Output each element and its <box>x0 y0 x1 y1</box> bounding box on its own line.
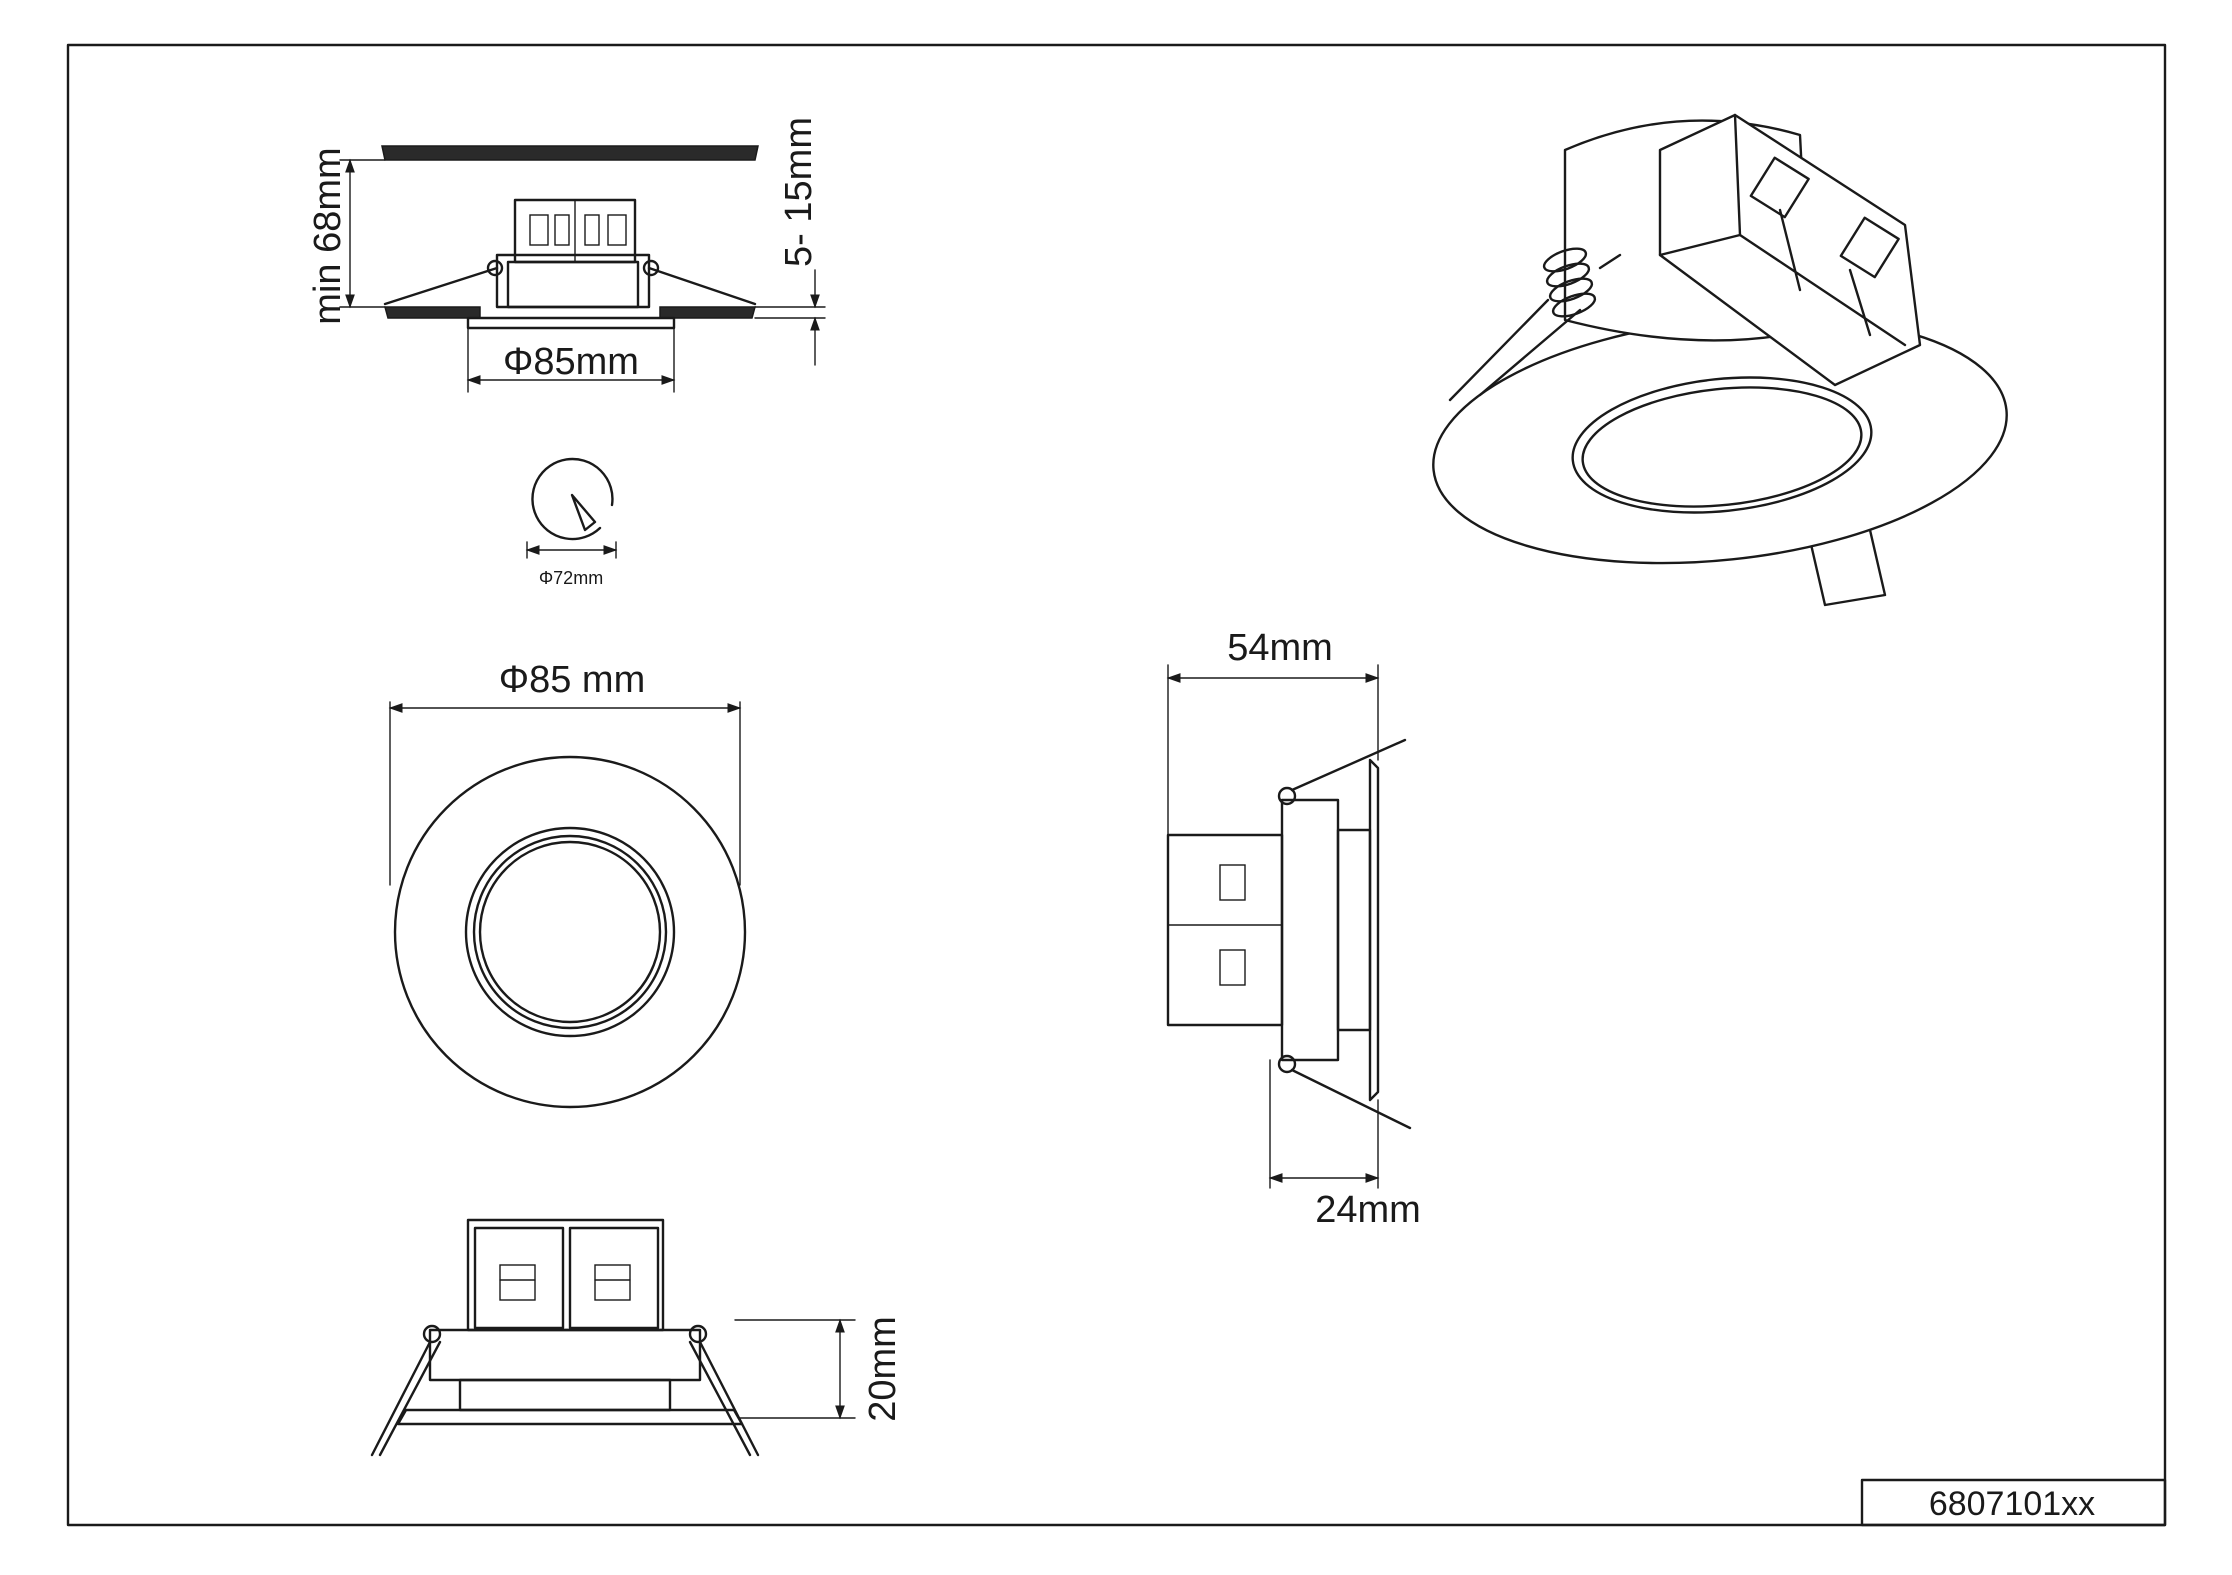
min-depth-label: min 68mm <box>307 147 349 324</box>
elevation-view: 20mm <box>370 1218 904 1457</box>
side-width-label: 54mm <box>1227 627 1333 669</box>
side-view: 54mm 24mm <box>1166 627 1421 1231</box>
isometric-view <box>1432 113 2008 607</box>
cutout-view: Φ72mm <box>525 457 618 588</box>
front-diameter-label: Φ85 mm <box>499 659 645 701</box>
drawing-border <box>66 43 2167 1527</box>
title-block: 6807101xx <box>1860 1478 2167 1527</box>
side-inner-width-label: 24mm <box>1315 1189 1421 1231</box>
front-view: Φ85 mm <box>388 659 747 1109</box>
cutout-diameter-label: Φ72mm <box>539 568 603 588</box>
spring-coil <box>1542 247 1597 318</box>
height-label: 20mm <box>862 1316 904 1422</box>
ceiling-thickness-label: 5- 15mm <box>778 117 820 267</box>
product-code: 6807101xx <box>1929 1485 2095 1523</box>
installation-section-view: min 68mm 5- 15mm Φ85mm <box>307 117 826 393</box>
outer-diameter-label: Φ85mm <box>503 341 639 383</box>
